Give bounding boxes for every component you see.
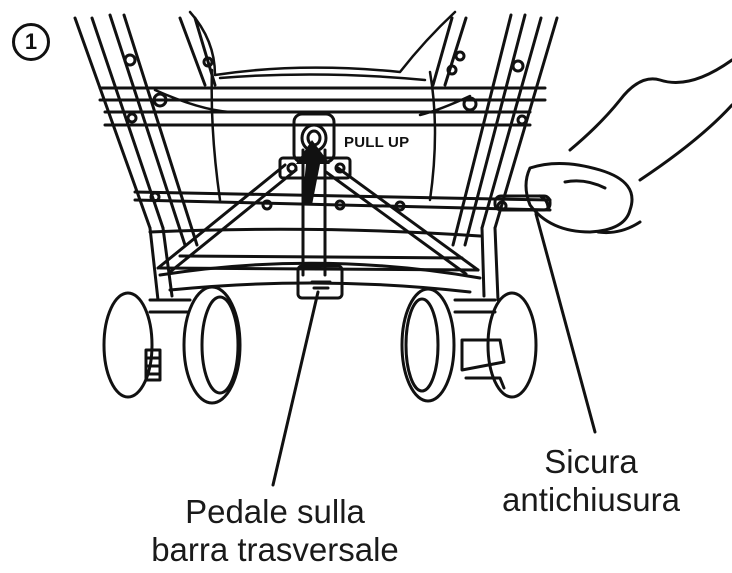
pedal-label: Pedale sulla barra trasversale: [135, 493, 415, 569]
lock-label-line1: Sicura: [544, 443, 638, 480]
lock-leader-line: [534, 212, 597, 434]
left-wheels: [102, 285, 242, 405]
pull-up-label: PULL UP: [344, 134, 410, 151]
up-arrow-icon: [296, 140, 330, 205]
crossbar-pedal: [296, 264, 344, 300]
right-wheels: [400, 287, 538, 403]
folding-brace: [156, 148, 480, 277]
pedal-label-line2: barra trasversale: [151, 531, 399, 568]
pedal-leader-line: [271, 290, 320, 487]
upper-crossbar: [98, 86, 547, 127]
lock-label-line2: antichiusura: [502, 481, 680, 518]
leader-lines: [271, 212, 597, 487]
pedal-label-line1: Pedale sulla: [185, 493, 365, 530]
lock-label: Sicura antichiusura: [486, 443, 696, 519]
step-number-badge: 1: [12, 23, 50, 61]
folding-lock: [493, 194, 552, 212]
main-crossbar: [133, 190, 552, 212]
hand-illustration: [524, 58, 732, 234]
